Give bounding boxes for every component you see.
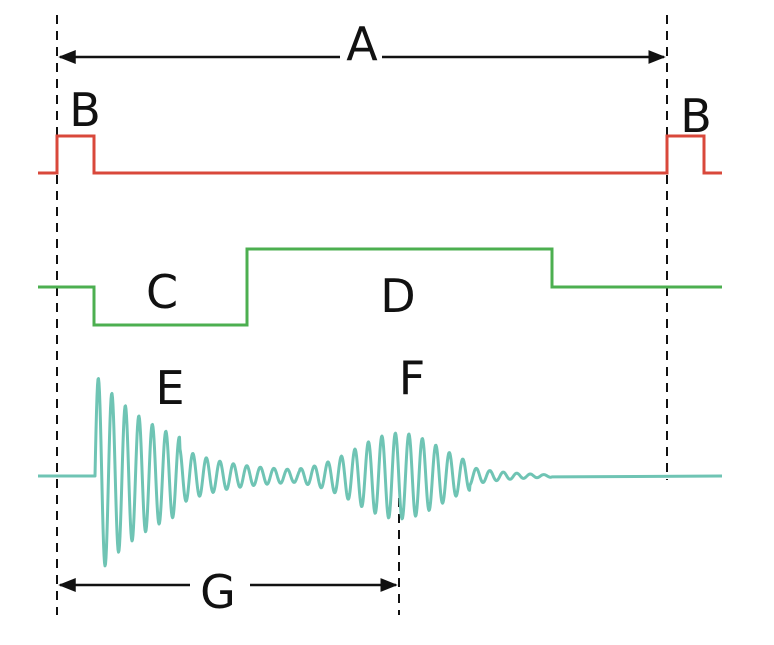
echo-waveform-trace	[38, 377, 723, 568]
label-d: D	[380, 269, 415, 323]
label-f: F	[399, 351, 425, 405]
label-e: E	[155, 361, 184, 415]
label-c: C	[146, 265, 178, 319]
transmit-pulse-trace	[38, 134, 722, 175]
label-a: A	[346, 17, 378, 71]
label-g: G	[200, 565, 236, 619]
label-b-left: B	[69, 83, 101, 137]
receive-gate-trace	[38, 247, 722, 327]
label-b-right: B	[680, 89, 712, 143]
